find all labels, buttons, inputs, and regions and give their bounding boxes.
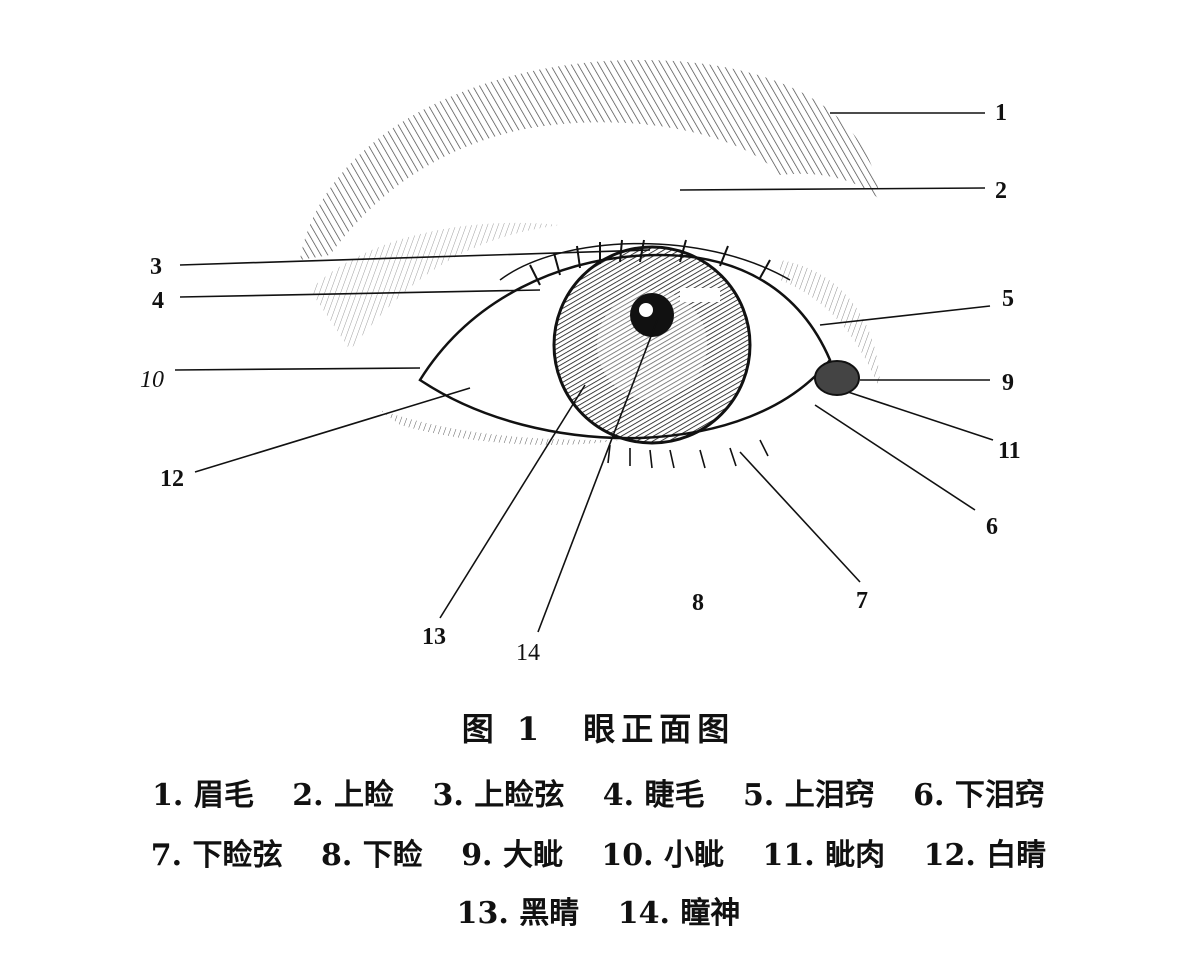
- upper-lid-skin: [310, 222, 560, 350]
- callout-5: 5: [1002, 286, 1014, 312]
- legend-row-1: 1. 眉毛 2. 上睑 3. 上睑弦 4. 睫毛 5. 上泪窍 6. 下泪窍: [0, 770, 1197, 814]
- legend-row-2: 7. 下睑弦 8. 下睑 9. 大眦 10. 小眦 11. 眦肉 12. 白睛: [0, 830, 1197, 874]
- callout-1: 1: [995, 100, 1007, 126]
- callout-10: 10: [140, 367, 164, 393]
- leader-lines: [174, 112, 994, 633]
- legend-item: 13. 黑睛: [456, 896, 580, 931]
- pupil: [630, 293, 674, 337]
- legend-item: 10. 小眦: [601, 838, 725, 873]
- callout-9: 9: [1002, 370, 1014, 396]
- callout-11: 11: [998, 438, 1021, 464]
- callout-4: 4: [152, 288, 164, 314]
- callout-14: 14: [516, 640, 540, 666]
- figure-caption: 图 1 眼正面图: [461, 710, 736, 748]
- callout-8: 8: [692, 590, 704, 616]
- legend-item: 5. 上泪窍: [742, 778, 875, 813]
- legend-item: 2. 上睑: [292, 778, 395, 813]
- legend-item: 11. 眦肉: [762, 838, 886, 873]
- eyebrow: [300, 60, 880, 260]
- legend-item: 8. 下睑: [320, 838, 423, 873]
- legend-item: 1. 眉毛: [152, 778, 254, 813]
- caruncle: [814, 360, 860, 396]
- legend-item: 3. 上睑弦: [432, 778, 565, 813]
- callout-6: 6: [986, 514, 998, 540]
- legend-row-3: 13. 黑睛 14. 瞳神: [0, 888, 1197, 932]
- legend-item: 9. 大眦: [461, 838, 563, 873]
- callout-13: 13: [422, 624, 446, 650]
- callout-2: 2: [995, 178, 1007, 204]
- legend-item: 7. 下睑弦: [150, 838, 283, 873]
- legend-item: 6. 下泪窍: [913, 778, 1045, 813]
- eye-diagram: 1 2 3 4 5 6 7 8 9 10 11 12 13 14: [140, 60, 1021, 666]
- callout-3: 3: [150, 254, 162, 280]
- legend-item: 14. 瞳神: [617, 896, 741, 931]
- callout-12: 12: [160, 466, 184, 492]
- legend-item: 4. 睫毛: [602, 778, 705, 813]
- legend-item: 12. 白睛: [923, 838, 1047, 873]
- callout-7: 7: [856, 588, 868, 614]
